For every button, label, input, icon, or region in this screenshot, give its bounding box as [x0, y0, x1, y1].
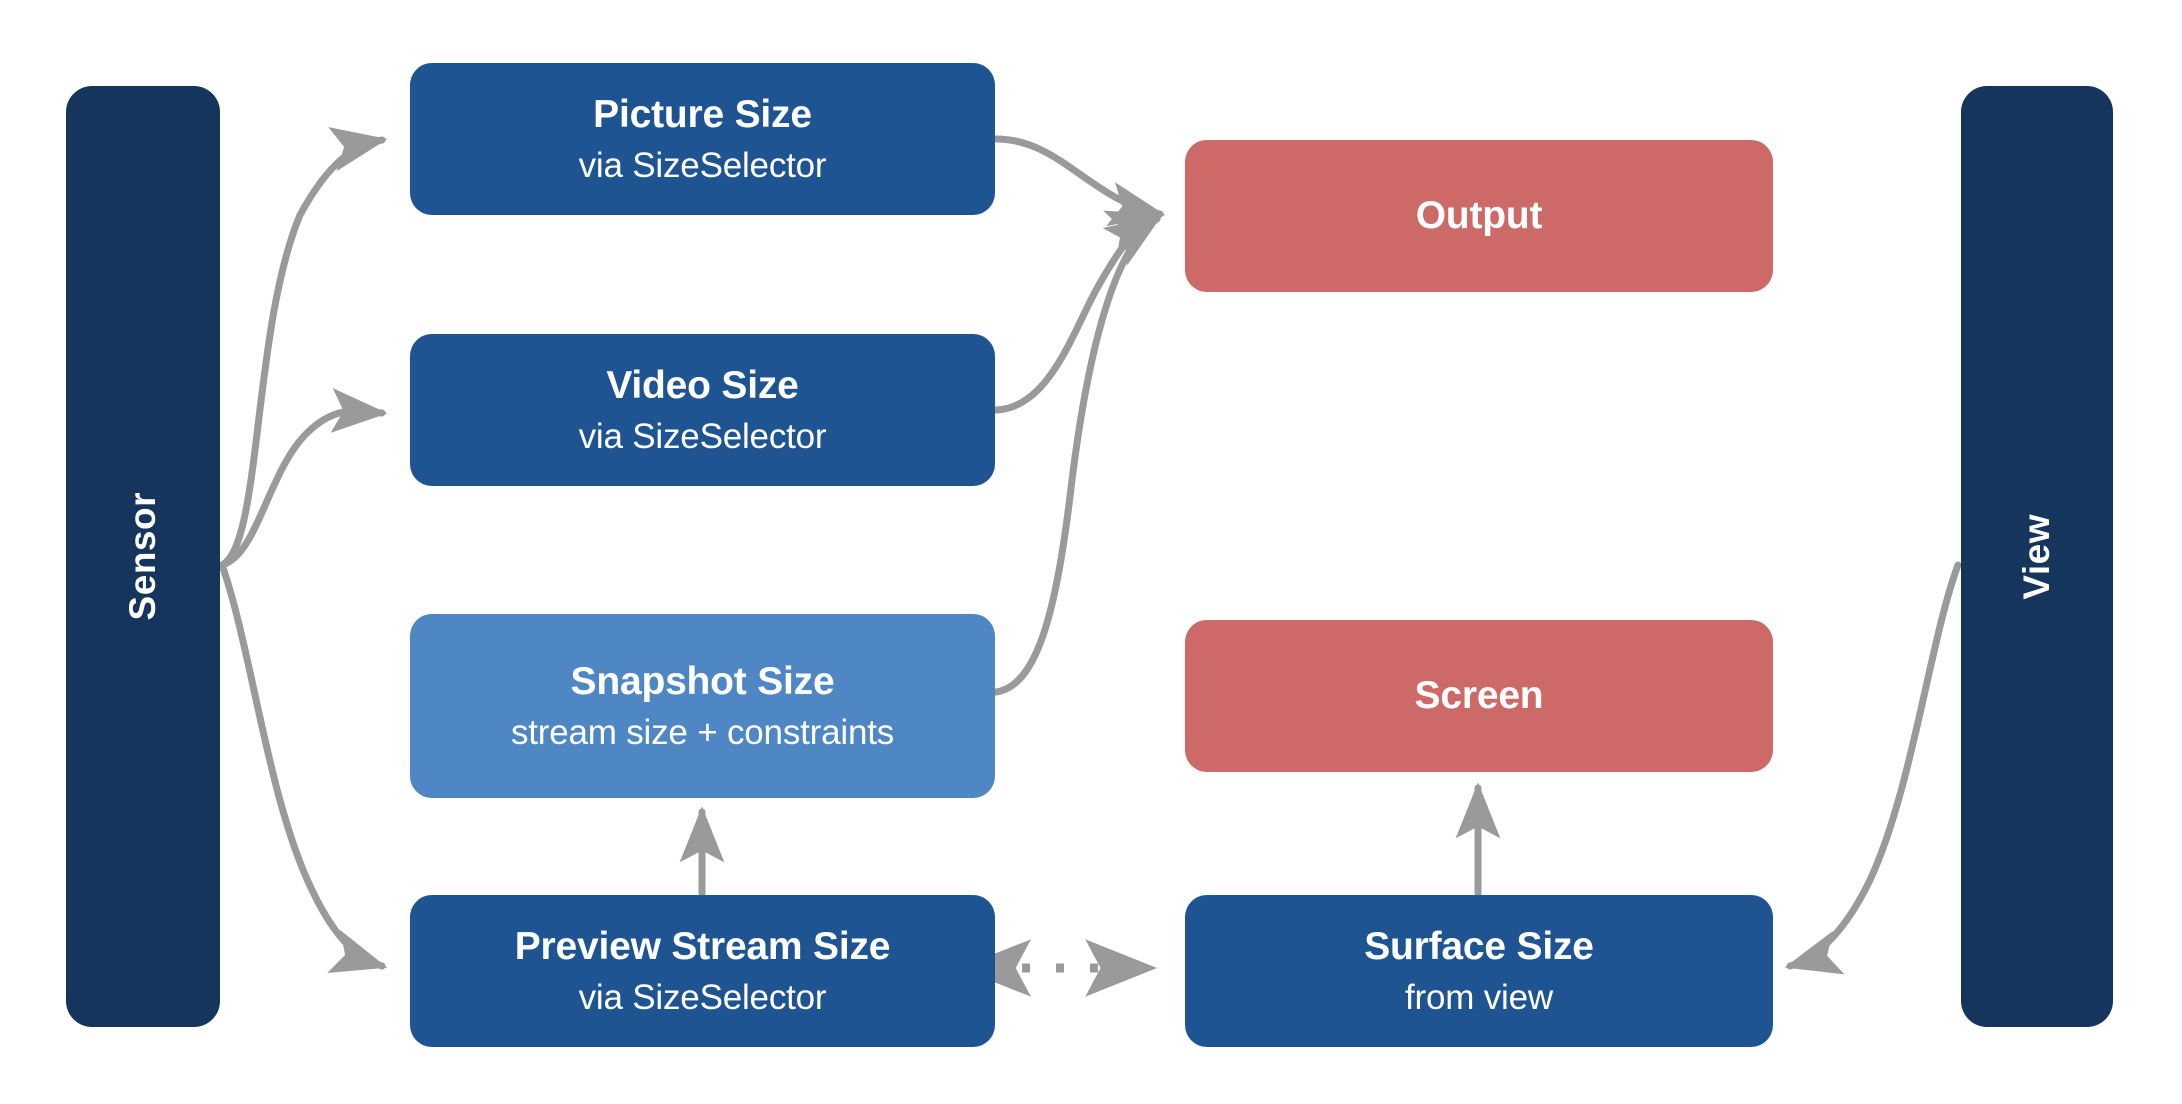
node-video-size-subtitle: via SizeSelector — [578, 416, 827, 456]
node-output-title: Output — [1415, 193, 1543, 237]
node-output[interactable]: Output — [1185, 140, 1773, 292]
edge-sensor-to-picture — [218, 127, 388, 569]
node-snapshot-size[interactable]: Snapshot Size stream size + constraints — [410, 614, 995, 798]
edge-view-to-surface — [1784, 561, 1962, 975]
lane-sensor-label: Sensor — [122, 492, 163, 621]
node-picture-size-title: Picture Size — [593, 92, 812, 136]
node-surface-size-subtitle: from view — [1405, 977, 1553, 1017]
node-snapshot-size-subtitle: stream size + constraints — [510, 712, 895, 752]
lane-view-label: View — [2016, 513, 2057, 600]
edge-video-to-output — [992, 210, 1164, 414]
edge-sensor-to-preview — [218, 561, 388, 973]
node-video-size-title: Video Size — [606, 363, 799, 407]
node-screen[interactable]: Screen — [1185, 620, 1773, 772]
node-preview-stream-size-subtitle: via SizeSelector — [578, 977, 827, 1017]
node-video-size[interactable]: Video Size via SizeSelector — [410, 334, 995, 486]
edge-snapshot-to-output — [992, 215, 1162, 696]
lane-view[interactable]: View — [1961, 86, 2113, 1027]
node-screen-title: Screen — [1414, 673, 1544, 717]
node-surface-size-title: Surface Size — [1364, 924, 1594, 968]
node-preview-stream-size-title: Preview Stream Size — [514, 924, 891, 968]
node-snapshot-size-title: Snapshot Size — [570, 659, 835, 703]
node-preview-stream-size[interactable]: Preview Stream Size via SizeSelector — [410, 895, 995, 1047]
node-picture-size[interactable]: Picture Size via SizeSelector — [410, 63, 995, 215]
node-picture-size-subtitle: via SizeSelector — [578, 145, 827, 185]
edge-sensor-to-video — [218, 388, 388, 569]
node-surface-size[interactable]: Surface Size from view — [1185, 895, 1773, 1047]
lane-sensor[interactable]: Sensor — [66, 86, 220, 1027]
edge-picture-to-output — [992, 135, 1166, 227]
